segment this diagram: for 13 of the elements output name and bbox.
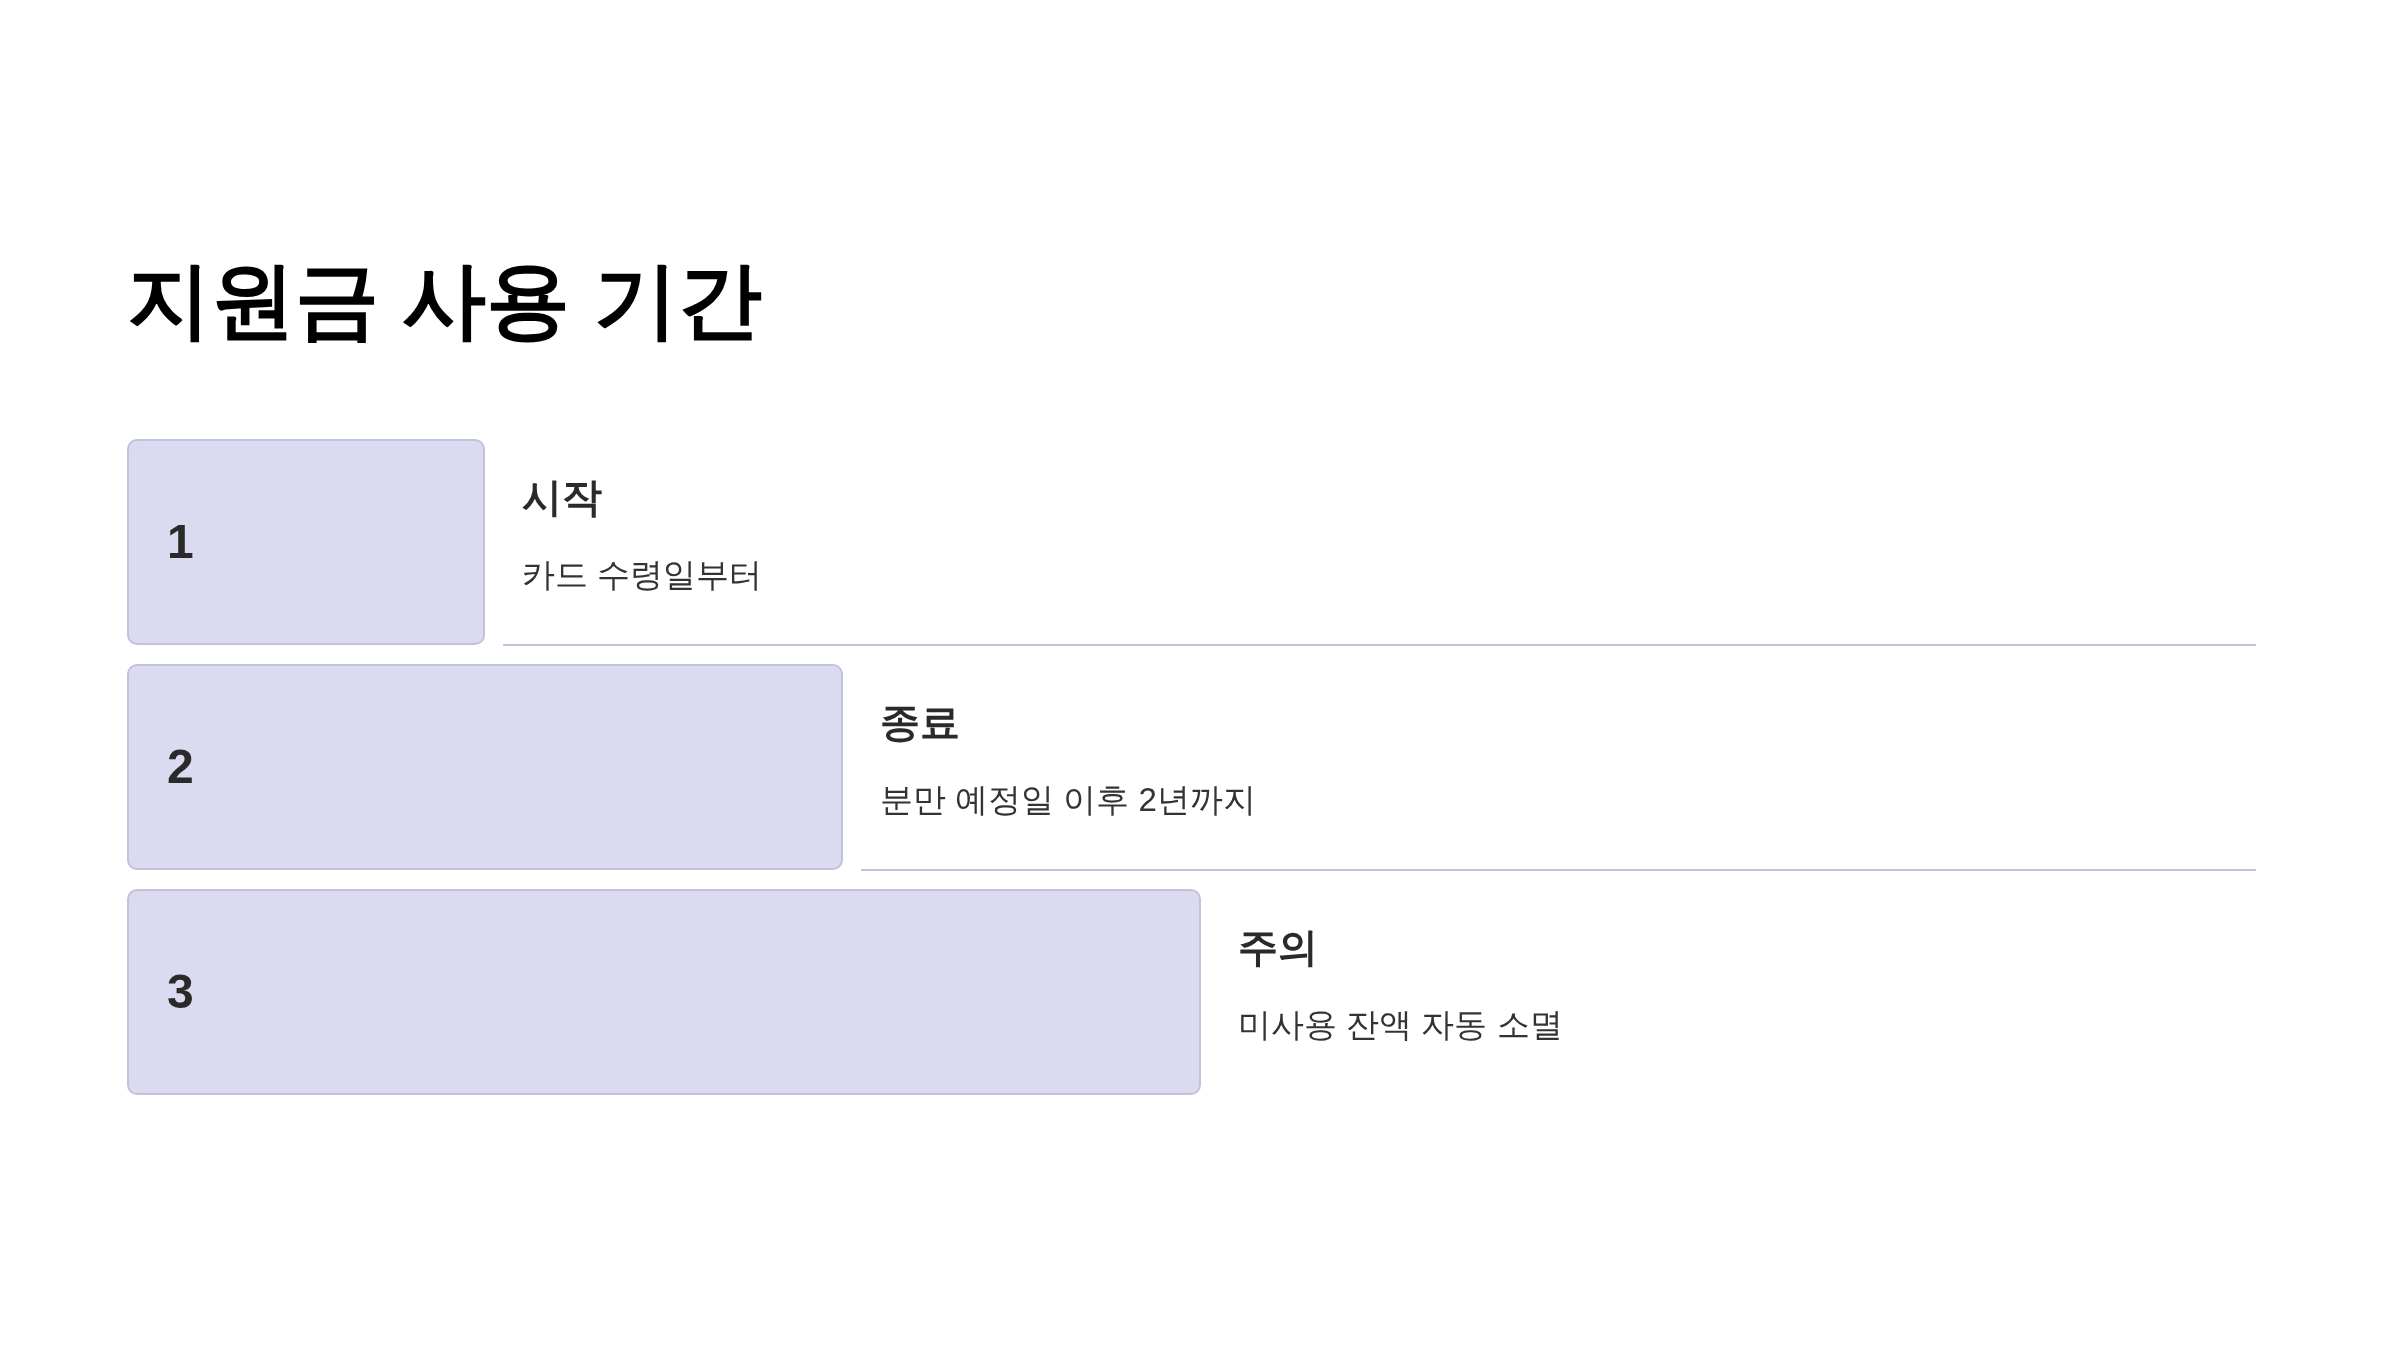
step-heading: 주의 (1238, 924, 1318, 971)
step-description: 미사용 잔액 자동 소멸 (1238, 1005, 1563, 1045)
step-bar (127, 439, 485, 645)
diagram-title: 지원금 사용 기간 (127, 254, 762, 347)
step-bar (127, 664, 843, 870)
step-description: 분만 예정일 이후 2년까지 (880, 780, 1256, 820)
step-description: 카드 수령일부터 (522, 555, 763, 595)
step-heading: 종료 (880, 699, 960, 746)
step-number: 1 (167, 518, 194, 566)
step-bar (127, 889, 1201, 1095)
step-number: 2 (167, 743, 194, 791)
step-number: 3 (167, 968, 194, 1016)
step-heading: 시작 (522, 474, 602, 521)
